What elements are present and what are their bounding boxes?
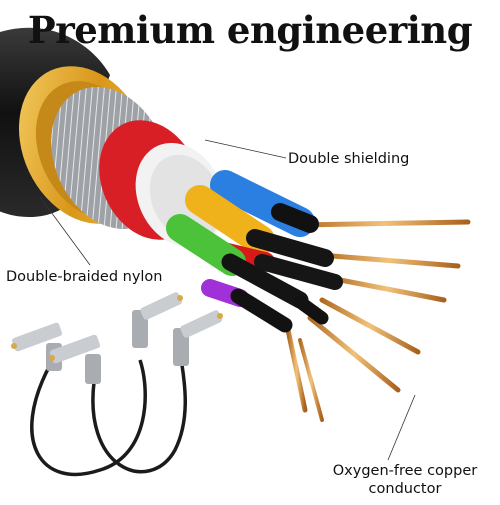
wire-green (166, 214, 246, 276)
copper-strands (285, 219, 471, 422)
patch-cable-product (11, 292, 223, 477)
plug-left-2 (49, 334, 101, 384)
plug-right-2 (173, 310, 223, 366)
conductor-leader (387, 394, 416, 461)
plug-left-1 (11, 322, 63, 371)
page-title: Premium engineering (27, 8, 473, 52)
double-shielding-label: Double shielding (288, 151, 410, 167)
double-braided-nylon-label: Double-braided nylon (6, 269, 163, 285)
nylon-leader (39, 196, 91, 266)
conductor-label-line2: conductor (368, 481, 442, 497)
conductor-label-line1: Oxygen-free copper (332, 463, 478, 479)
plug-right-1 (132, 292, 183, 348)
shielding-leader (204, 139, 287, 159)
oxygen-free-copper-label: Oxygen-free copper conductor (310, 462, 500, 498)
